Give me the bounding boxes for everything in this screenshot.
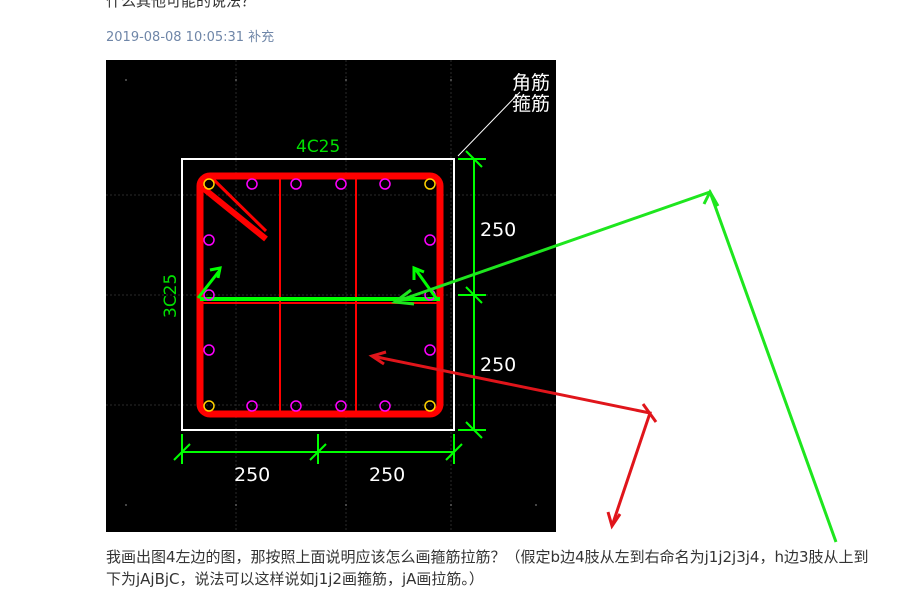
corner-bars: [203, 178, 436, 412]
question-text: 我画出图4左边的图，那按照上面说明应该怎么画箍筋拉筋？（假定b边4肢从左到右命名…: [106, 546, 918, 590]
label-top-rebar: 4C25: [296, 137, 340, 157]
grid-lines: [106, 60, 556, 532]
timestamp-text: 2019-08-08 10:05:31: [106, 30, 245, 45]
question-line-2: 下为jAjBjC，说法可以这样说如j1j2画箍筋，jA画拉筋。）: [106, 570, 484, 588]
dim-bottom-right-value: 250: [369, 464, 405, 486]
label-stirrup: 箍筋: [512, 93, 550, 115]
label-corner-bar: 角筋: [512, 72, 550, 94]
grid-dots: [125, 79, 537, 506]
green-annotation-arrow: [391, 188, 838, 543]
column-section-drawing[interactable]: 角筋 箍筋 4C25 3C25 250 250 250 250: [106, 60, 556, 532]
seismic-hook: [201, 185, 268, 242]
label-side-rebar: 3C25: [161, 274, 181, 318]
dim-right-upper-value: 250: [480, 219, 516, 241]
dimension-right: [458, 150, 486, 439]
supplement-label: 补充: [248, 30, 275, 45]
dim-right-lower-value: 250: [480, 354, 516, 376]
seismic-hook-2: [210, 176, 268, 233]
small-green-arrows: [196, 265, 438, 299]
question-line-1: 我画出图4左边的图，那按照上面说明应该怎么画箍筋拉筋？（假定b边4肢从左到右命名…: [106, 548, 869, 566]
red-annotation-arrow: [368, 350, 658, 530]
middle-bars: [203, 178, 436, 412]
dim-bottom-left-value: 250: [234, 464, 270, 486]
cad-drawing-svg: 角筋 箍筋 4C25 3C25 250 250 250 250: [106, 60, 556, 532]
leader-line: [457, 91, 521, 157]
dimension-bottom: [173, 434, 463, 464]
previous-text-line: 什么其他可能的说法？: [106, 0, 257, 10]
column-outline: [181, 158, 455, 431]
